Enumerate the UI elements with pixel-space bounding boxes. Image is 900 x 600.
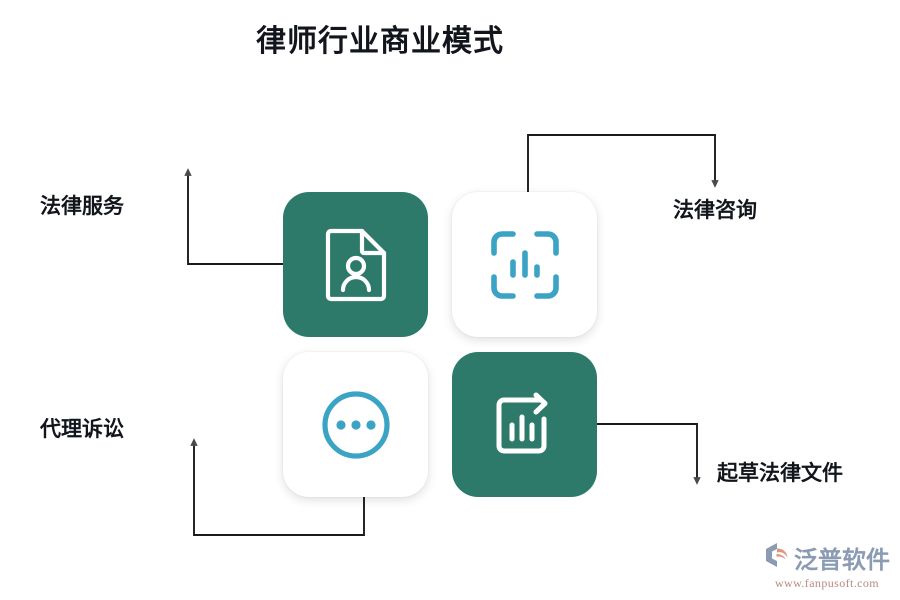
node-label-drafting: 起草法律文件 — [717, 461, 843, 485]
connector-drafting — [597, 423, 701, 485]
logo-url: www.fanpusoft.com — [774, 575, 879, 590]
document-person-icon — [323, 228, 389, 302]
bar-chart-scan-icon — [489, 229, 561, 301]
watermark-logo: 泛普软件 www.fanpusoft.com — [757, 538, 897, 592]
card-legal-consult[interactable] — [452, 192, 597, 337]
node-label-legal-consult: 法律咨询 — [673, 198, 757, 222]
logo-lockup: 泛普软件 — [764, 540, 890, 575]
card-drafting[interactable] — [452, 352, 597, 497]
node-label-legal-service: 法律服务 — [40, 194, 124, 218]
node-label-litigation: 代理诉讼 — [40, 417, 124, 441]
page-title: 律师行业商业模式 — [256, 25, 504, 58]
card-litigation[interactable] — [283, 352, 428, 497]
connector-legal-service — [184, 168, 283, 265]
connector-legal-consult — [527, 134, 719, 192]
card-legal-service[interactable] — [283, 192, 428, 337]
circle-ellipsis-icon — [318, 387, 394, 463]
fanpu-logo-mark — [764, 542, 790, 573]
bar-chart-arrow-icon — [489, 389, 561, 461]
logo-brand-name: 泛普软件 — [794, 547, 890, 574]
